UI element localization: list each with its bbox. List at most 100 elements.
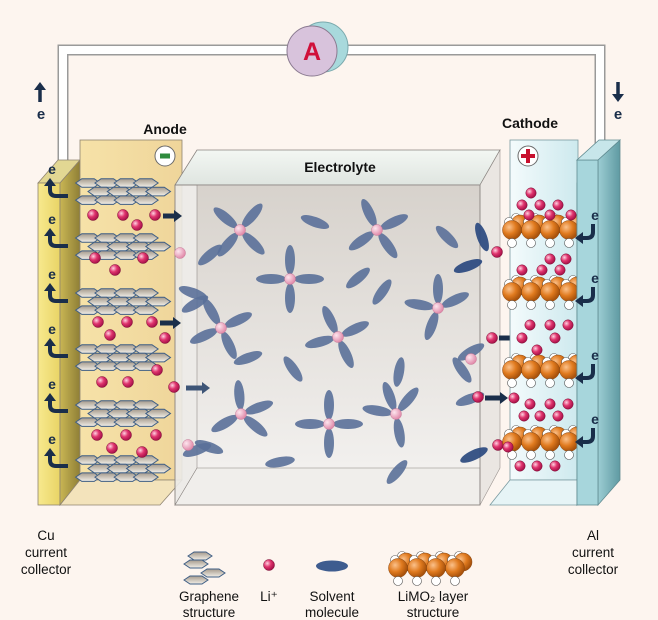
li-ion <box>159 332 171 344</box>
metal-atom <box>407 558 427 578</box>
solvent-molecule <box>181 295 209 313</box>
cathode <box>489 139 579 506</box>
oxygen-atom <box>545 300 555 310</box>
metal-atom <box>521 282 541 302</box>
legend-item-graphene: Graphene structure <box>179 551 239 620</box>
li-ion <box>150 429 162 441</box>
caption-line: collector <box>21 562 72 577</box>
legend-item-solvent: Solvent molecule <box>305 560 359 620</box>
al-current-collector <box>575 139 622 507</box>
anode-label: Anode <box>143 121 187 137</box>
oxygen-atom <box>564 300 574 310</box>
electron-arrowhead <box>44 178 56 186</box>
solvent-molecule <box>333 419 363 429</box>
solvent-molecule <box>211 414 238 433</box>
limo2-icon <box>388 551 473 586</box>
graphene-hexagon <box>132 472 160 482</box>
solvent-molecule <box>221 331 237 359</box>
graphene-hexagon <box>183 559 209 569</box>
electron-arrowhead <box>44 448 56 456</box>
solvent-molecule <box>362 405 393 417</box>
graphene-hexagon <box>132 195 160 205</box>
solvent-molecule <box>182 443 212 457</box>
graphene-hexagon <box>132 417 160 427</box>
legend-label: molecule <box>305 605 359 620</box>
li-ion <box>182 439 194 451</box>
li-ion <box>106 442 118 454</box>
li-ion <box>531 344 543 356</box>
li-ion <box>544 209 556 221</box>
arrow-shaft <box>485 395 500 401</box>
electron-arrow <box>581 224 595 240</box>
electron-arrowhead <box>575 232 583 244</box>
li-ion <box>323 418 335 430</box>
oxygen-atom <box>412 576 422 586</box>
electron-label: e <box>48 266 56 282</box>
electron-arrowhead <box>44 338 56 346</box>
li-ion <box>544 319 556 331</box>
cathode-label: Cathode <box>502 115 558 131</box>
li-ion <box>174 247 186 259</box>
metal-atom <box>540 360 560 380</box>
solvent-molecule <box>224 312 252 328</box>
li-ion <box>109 264 121 276</box>
solvent-molecule <box>393 417 405 448</box>
legend-label: Solvent <box>309 589 354 604</box>
metal-atom <box>388 558 408 578</box>
li-ion <box>146 316 158 328</box>
solvent-molecule <box>294 274 324 284</box>
solvent-molecule <box>452 357 472 383</box>
metal-atom <box>559 282 579 302</box>
al-collector-caption: Al current collector <box>568 528 619 577</box>
legend-item-limo2: LiMO₂ layer structure <box>388 551 473 620</box>
electron-flow-left: e <box>34 82 46 123</box>
li-ion <box>531 460 543 472</box>
solvent-molecule <box>341 321 369 337</box>
solvent-molecule <box>244 400 274 415</box>
oxygen-atom <box>545 378 555 388</box>
metal-atom <box>445 558 465 578</box>
solvent-molecule <box>324 390 334 420</box>
metal-atom <box>521 220 541 240</box>
electron-arrowhead <box>44 228 56 236</box>
li-ion <box>492 439 504 451</box>
graphene-hexagon <box>132 455 160 465</box>
graphene-hexagon <box>132 178 160 188</box>
li-ion <box>122 376 134 388</box>
li-ion <box>131 219 143 231</box>
li-ion <box>508 392 520 404</box>
electron-label: e <box>48 211 56 227</box>
solvent-molecule <box>256 274 286 284</box>
electron-arrow <box>48 234 68 248</box>
li-ion <box>121 316 133 328</box>
metal-atom <box>502 360 522 380</box>
solvent-molecule <box>190 328 218 344</box>
solvent-molecule <box>397 387 419 412</box>
metal-atom <box>502 220 522 240</box>
electron-arrow <box>581 364 595 380</box>
graphene-icon <box>183 551 226 585</box>
solvent-molecule <box>382 381 397 411</box>
solvent-molecule <box>433 274 443 304</box>
solvent-molecule <box>322 306 338 334</box>
oxygen-atom <box>526 450 536 460</box>
li-ion <box>523 209 535 221</box>
li-ion <box>432 302 444 314</box>
solvent-molecule <box>295 419 325 429</box>
solvent-molecule <box>234 380 245 411</box>
electrolyte-label: Electrolyte <box>304 159 376 175</box>
electron-arrow <box>48 344 68 358</box>
li-ion <box>524 319 536 331</box>
solvent-molecule <box>241 203 263 228</box>
oxygen-atom <box>526 378 536 388</box>
solvent-molecule <box>202 298 221 325</box>
caption-line: current <box>25 545 67 560</box>
metal-atom <box>502 282 522 302</box>
li-ion <box>491 246 503 258</box>
li-ion <box>91 429 103 441</box>
electron-label: e <box>614 106 622 123</box>
electron-arrow <box>48 454 68 468</box>
li-ion <box>117 209 129 221</box>
electron-arrow <box>48 289 68 303</box>
